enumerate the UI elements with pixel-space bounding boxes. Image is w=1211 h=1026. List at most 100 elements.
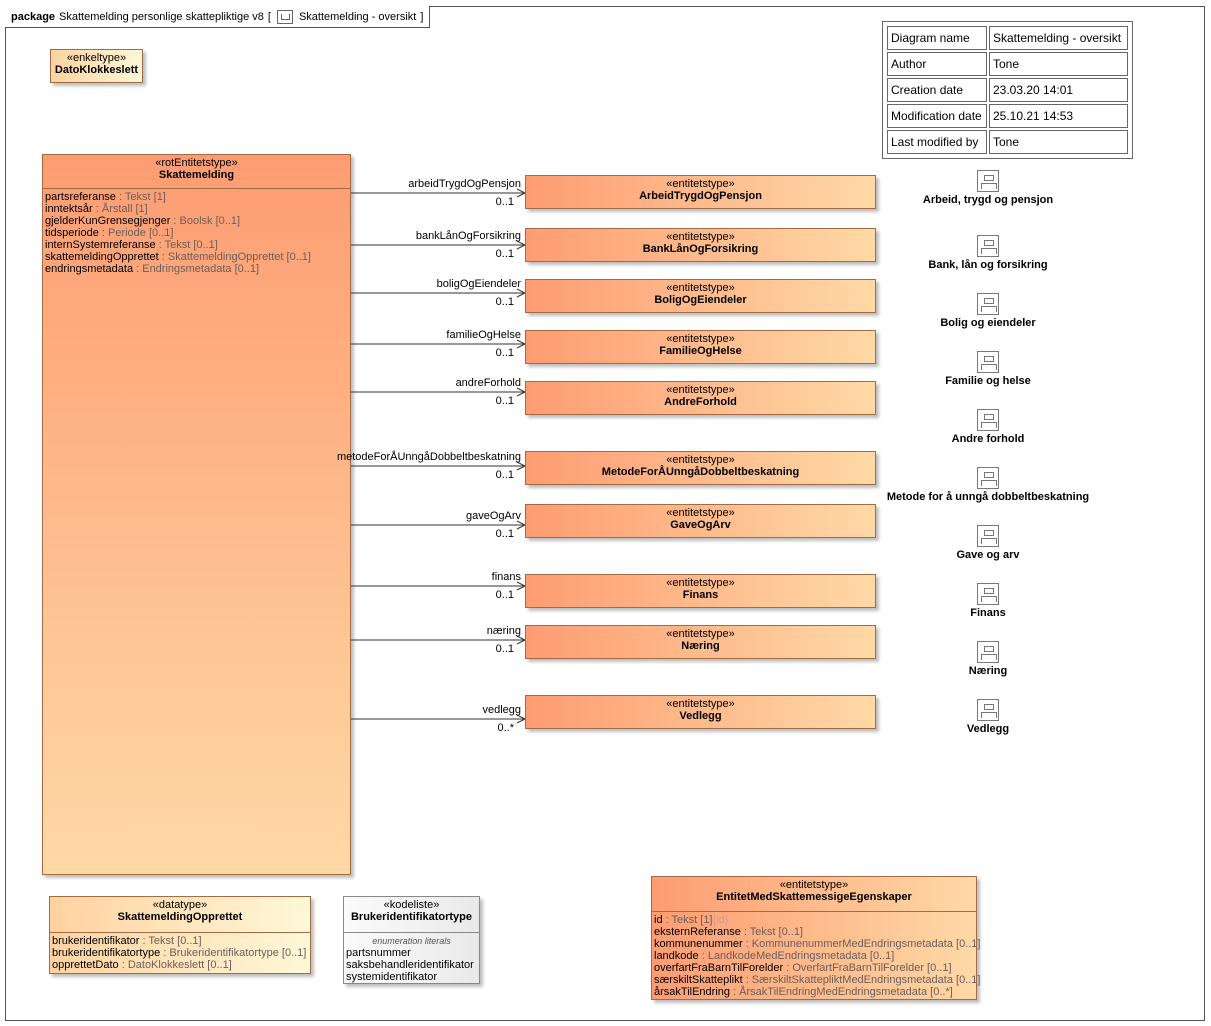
info-key: Creation date <box>887 78 987 102</box>
diagram-link-icon[interactable] <box>977 641 999 663</box>
diagram-link-icon[interactable] <box>977 699 999 721</box>
class-stereotype: «entitetstype» <box>666 231 735 243</box>
diagram-link-icon[interactable] <box>977 351 999 373</box>
diagram-name: Skattemelding - oversikt <box>298 10 417 23</box>
attribute: internSystemreferanse : Tekst [0..1] <box>45 239 218 251</box>
association-multiplicity: 0..1 <box>495 395 514 407</box>
class-vedlegg[interactable]: «entitetstype»Vedlegg <box>525 695 876 729</box>
info-value: Tone <box>989 52 1128 76</box>
class-finans[interactable]: «entitetstype»Finans <box>525 574 876 608</box>
class-stereotype: «rotEntitetstype» <box>155 157 238 169</box>
attribute: id : Tekst [1]{id} <box>654 914 729 926</box>
association-role: finans <box>491 571 521 583</box>
diagram-link-label[interactable]: Finans <box>970 607 1006 619</box>
package-keyword: package <box>11 10 56 23</box>
class-metodeforåunngådobbeltbeskatning[interactable]: «entitetstype»MetodeForÅUnngåDobbeltbesk… <box>525 451 876 485</box>
class-boligogeiendeler[interactable]: «entitetstype»BoligOgEiendeler <box>525 279 876 313</box>
attribute: opprettetDato : DatoKlokkeslett [0..1] <box>52 959 232 971</box>
info-value: Skattemelding - oversikt <box>989 26 1128 50</box>
diagram-link-label[interactable]: Familie og helse <box>945 375 1031 387</box>
diagram-link-icon[interactable] <box>977 409 999 431</box>
association-role: næring <box>486 625 521 637</box>
class-name: ArbeidTrygdOgPensjon <box>639 190 762 202</box>
class-entitetmedskattemessigeegenskaper[interactable]: «entitetstype» EntitetMedSkattemessigeEg… <box>651 876 981 1000</box>
class-stereotype: «entitetstype» <box>666 178 735 190</box>
info-value: 23.03.20 14:01 <box>989 78 1128 102</box>
association-multiplicity: 0..* <box>497 722 514 734</box>
diagram-link-label[interactable]: Metode for å unngå dobbeltbeskatning <box>886 491 1090 503</box>
association-multiplicity: 0..1 <box>495 296 514 308</box>
info-value: Tone <box>989 130 1128 154</box>
class-stereotype: «entitetstype» <box>666 384 735 396</box>
enum-literal: saksbehandleridentifikator <box>346 959 474 971</box>
info-key: Last modified by <box>887 130 987 154</box>
class-arbeidtrygdogpensjon[interactable]: «entitetstype»ArbeidTrygdOgPensjon <box>525 175 876 209</box>
class-name: BankLånOgForsikring <box>642 243 759 255</box>
package-tab: package Skattemelding personlige skattep… <box>5 6 431 28</box>
class-banklånogforsikring[interactable]: «entitetstype»BankLånOgForsikring <box>525 228 876 262</box>
association-multiplicity: 0..1 <box>495 528 514 540</box>
class-stereotype: «entitetstype» <box>666 698 735 710</box>
association-role: andreForhold <box>455 377 521 389</box>
attribute: eksternReferanse : Tekst [0..1] <box>654 926 803 938</box>
diagram-link-label[interactable]: Bolig og eiendeler <box>940 317 1036 329</box>
package-frame <box>5 6 1205 1021</box>
class-datoklokkeslett[interactable]: «enkeltype» DatoKlokkeslett <box>50 49 143 83</box>
class-stereotype: «entitetstype» <box>779 879 849 891</box>
diagram-link-icon[interactable] <box>977 235 999 257</box>
attribute: endringsmetadata : Endringsmetadata [0..… <box>45 263 260 275</box>
association-role: familieOgHelse <box>446 329 521 341</box>
diagram-link-label[interactable]: Næring <box>968 665 1008 677</box>
attribute: landkode : LandkodeMedEndringsmetadata [… <box>654 950 895 962</box>
diagram-link-label[interactable]: Vedlegg <box>966 723 1010 735</box>
attribute: skattemeldingOpprettet : SkattemeldingOp… <box>45 251 311 263</box>
diagram-link-icon[interactable] <box>977 170 999 192</box>
diagram-link-icon[interactable] <box>977 293 999 315</box>
association-multiplicity: 0..1 <box>495 347 514 359</box>
attribute: inntektsår : Årstall [1] <box>45 203 148 215</box>
diagram-icon <box>276 9 293 24</box>
class-name: Brukeridentifikatortype <box>350 911 473 923</box>
class-gaveogarv[interactable]: «entitetstype»GaveOgArv <box>525 504 876 538</box>
association-role: gaveOgArv <box>465 510 521 522</box>
info-key: Modification date <box>887 104 987 128</box>
class-stereotype: «entitetstype» <box>666 282 735 294</box>
class-stereotype: «enkeltype» <box>66 52 127 64</box>
diagram-link-label[interactable]: Andre forhold <box>951 433 1025 445</box>
attribute: overfartFraBarnTilForelder : OverfartFra… <box>654 962 952 974</box>
class-name: FamilieOgHelse <box>659 345 742 357</box>
class-skattemeldingopprettet[interactable]: «datatype» SkattemeldingOpprettet bruker… <box>49 896 311 974</box>
diagram-link-label[interactable]: Arbeid, trygd og pensjon <box>922 194 1054 206</box>
class-skattemelding[interactable]: «rotEntitetstype» Skattemelding partsref… <box>42 154 351 875</box>
diagram-link-icon[interactable] <box>977 583 999 605</box>
class-name: Skattemelding <box>158 169 235 181</box>
class-name: SkattemeldingOpprettet <box>117 911 243 923</box>
attribute-compartment: id : Tekst [1]{id}eksternReferanse : Tek… <box>652 911 981 1000</box>
class-name: EntitetMedSkattemessigeEgenskaper <box>716 891 912 903</box>
class-stereotype: «datatype» <box>152 899 208 911</box>
attribute: særskiltSkatteplikt : SærskiltSkatteplik… <box>654 974 981 986</box>
diagram-link-icon[interactable] <box>977 525 999 547</box>
diagram-link-icon[interactable] <box>977 467 999 489</box>
enum-literal: systemidentifikator <box>346 971 438 983</box>
class-næring[interactable]: «entitetstype»Næring <box>525 625 876 659</box>
class-name: GaveOgArv <box>670 519 731 531</box>
attribute: partsreferanse : Tekst [1] <box>45 191 166 203</box>
diagram-link-label[interactable]: Bank, lån og forsikring <box>928 259 1048 271</box>
association-multiplicity: 0..1 <box>495 589 514 601</box>
attribute: brukeridentifikator : Tekst [0..1] <box>52 935 202 947</box>
class-familieoghelse[interactable]: «entitetstype»FamilieOgHelse <box>525 330 876 364</box>
association-multiplicity: 0..1 <box>495 248 514 260</box>
class-brukeridentifikatortype[interactable]: «kodeliste» Brukeridentifikatortype enum… <box>343 896 480 984</box>
class-stereotype: «entitetstype» <box>666 507 735 519</box>
class-name: MetodeForÅUnngåDobbeltbeskatning <box>601 466 800 478</box>
compartment-title: enumeration literals <box>372 936 451 946</box>
diagram-link-label[interactable]: Gave og arv <box>956 549 1020 561</box>
class-andreforhold[interactable]: «entitetstype»AndreForhold <box>525 381 876 415</box>
class-name: BoligOgEiendeler <box>654 294 747 306</box>
class-name: DatoKlokkeslett <box>54 64 139 76</box>
info-value: 25.10.21 14:53 <box>989 104 1128 128</box>
